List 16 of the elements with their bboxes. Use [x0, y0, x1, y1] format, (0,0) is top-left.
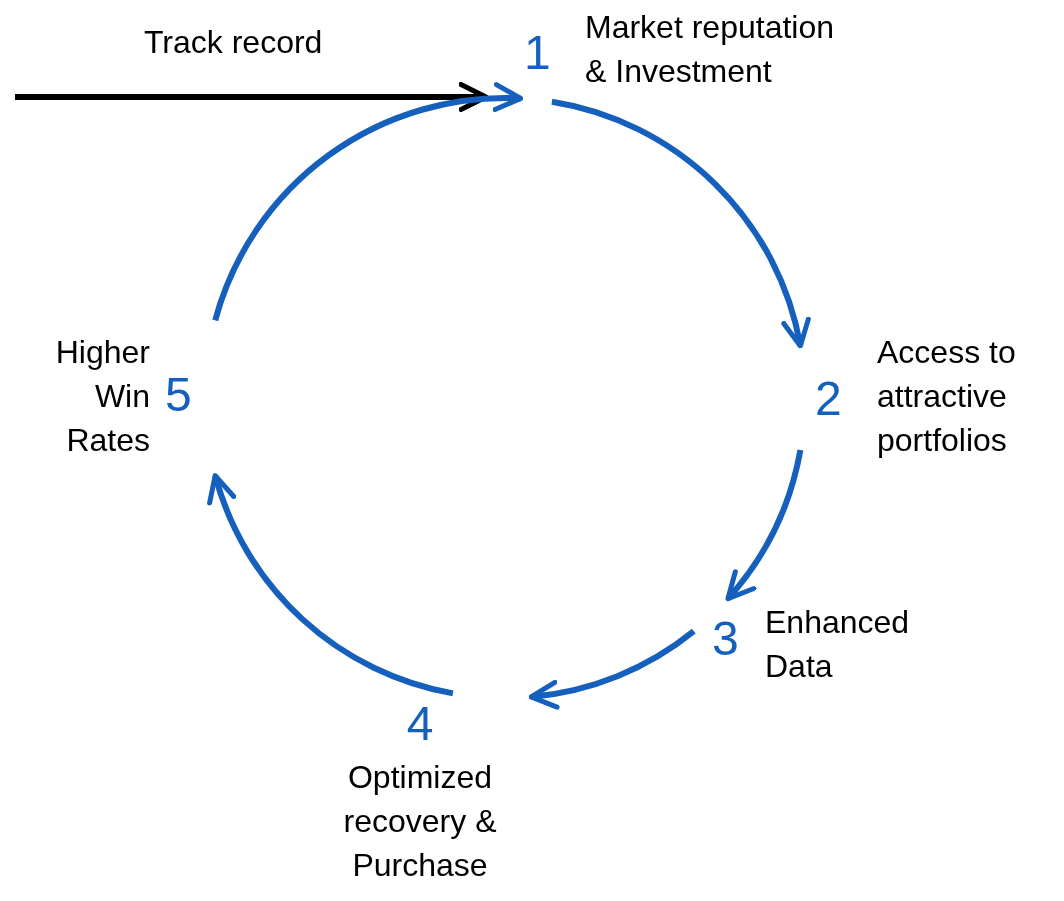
- step-number: 3: [712, 615, 740, 663]
- curved-arrow: [212, 83, 524, 322]
- curved-arrow: [528, 628, 696, 709]
- curved-arrow: [551, 98, 810, 349]
- step-label: Higher Win Rates: [54, 333, 150, 461]
- curved-arrow: [725, 449, 804, 602]
- step-number: 5: [165, 367, 193, 423]
- step-label: Enhanced Data: [765, 603, 911, 687]
- step-number: 1: [524, 25, 552, 81]
- step-label: Access to attractive portfolios: [877, 333, 1017, 461]
- step-number: 4: [405, 700, 435, 748]
- step-number: 2: [815, 375, 843, 423]
- curved-arrow: [208, 473, 454, 697]
- step-label: Market reputation & Investment: [585, 8, 835, 92]
- step-label: Optimized recovery & Purchase: [342, 758, 498, 886]
- arrow: [15, 82, 489, 112]
